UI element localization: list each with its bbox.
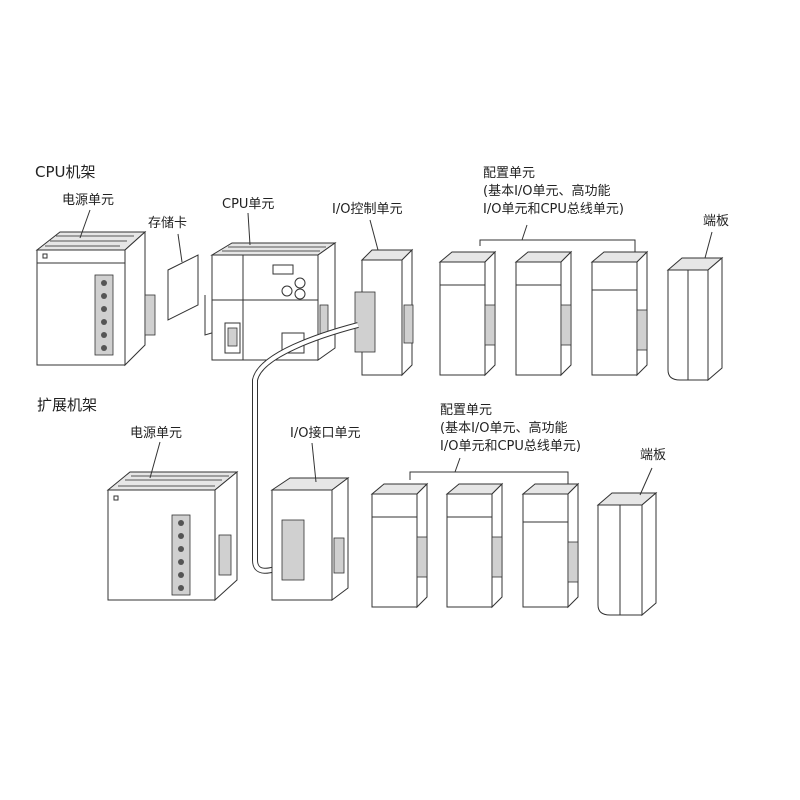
expansion-rack-title: 扩展机架 bbox=[37, 396, 98, 414]
end-plate-label: 端板 bbox=[703, 214, 730, 229]
expansion-rack-end-plate bbox=[596, 491, 658, 617]
expansion-rack-config-units bbox=[370, 482, 580, 609]
expansion-config-units-desc-1: (基本I/O单元、高功能 bbox=[440, 421, 568, 436]
expansion-power-unit-label: 电源单元 bbox=[130, 426, 183, 441]
cpu-rack-title: CPU机架 bbox=[35, 163, 96, 181]
cpu-unit bbox=[210, 242, 337, 361]
io-control-unit-label: I/O控制单元 bbox=[332, 202, 403, 217]
expansion-config-units-label: 配置单元 bbox=[440, 403, 493, 418]
cpu-unit-label: CPU单元 bbox=[222, 197, 275, 212]
cpu-rack-config-units bbox=[438, 250, 649, 377]
io-control-unit bbox=[354, 248, 414, 377]
io-interface-unit-label: I/O接口单元 bbox=[290, 426, 361, 441]
cpu-rack-power-unit bbox=[35, 230, 156, 367]
expansion-rack-power-unit bbox=[106, 470, 239, 602]
memory-card bbox=[167, 254, 199, 321]
config-units-label: 配置单元 bbox=[483, 166, 536, 181]
memory-card-label: 存储卡 bbox=[148, 216, 188, 231]
io-interface-unit bbox=[270, 477, 350, 601]
config-units-desc-1: (基本I/O单元、高功能 bbox=[483, 184, 611, 199]
expansion-end-plate-label: 端板 bbox=[640, 448, 667, 463]
cpu-rack-end-plate bbox=[666, 256, 724, 382]
config-units-desc-2: I/O单元和CPU总线单元) bbox=[483, 202, 624, 217]
leader-line bbox=[79, 209, 91, 239]
power-unit-label: 电源单元 bbox=[62, 193, 115, 208]
expansion-config-units-desc-2: I/O单元和CPU总线单元) bbox=[440, 439, 581, 454]
